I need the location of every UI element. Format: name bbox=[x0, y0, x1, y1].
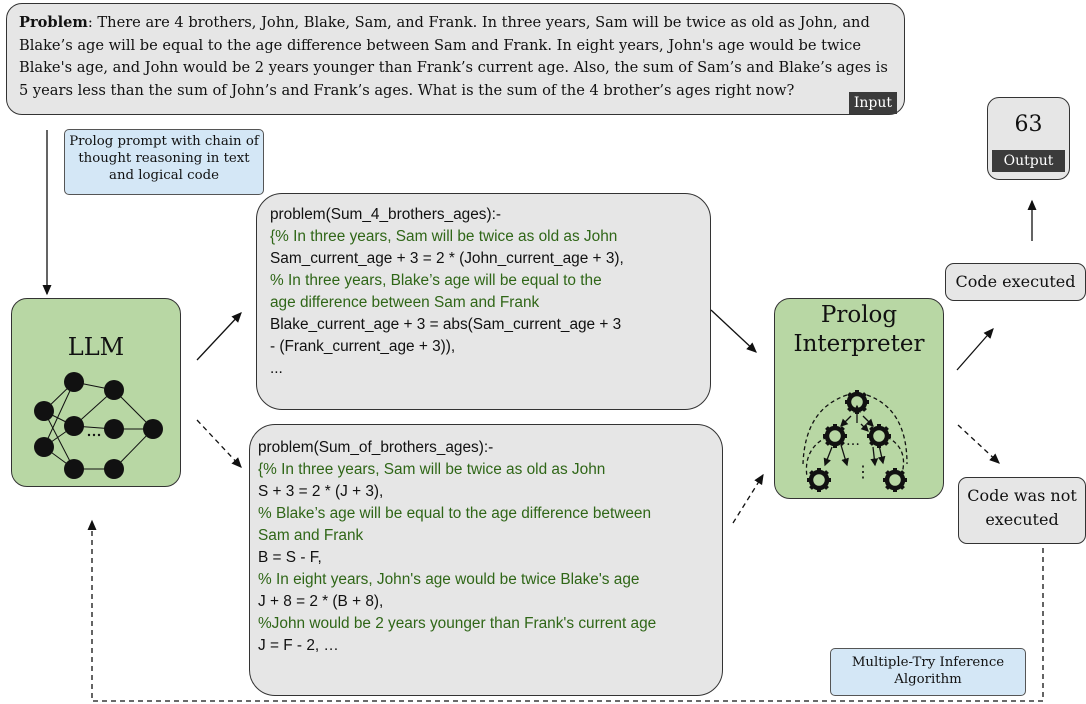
code2-line: Sam and Frank bbox=[258, 527, 364, 544]
code2-line: problem(Sum_of_brothers_ages):- bbox=[258, 439, 494, 456]
prolog-code-attempt-1: problem(Sum_4_brothers_ages):- {% In thre… bbox=[256, 193, 711, 410]
gears-vdots: ⋮ bbox=[855, 462, 871, 481]
code1-line: {% In three years, Sam will be twice as … bbox=[270, 228, 618, 245]
llm-node: LLM bbox=[11, 298, 181, 487]
code1-line: % In three years, Blake’s age will be eq… bbox=[270, 272, 602, 289]
prolog-interpreter-node: Prolog Interpreter bbox=[774, 298, 944, 499]
arrow-retry-loop bbox=[87, 519, 1044, 702]
code2-line: {% In three years, Sam will be twice as … bbox=[258, 461, 606, 478]
arrow-code1-to-prolog bbox=[710, 309, 757, 353]
code2-line: % In eight years, John's age would be tw… bbox=[258, 571, 640, 588]
code-executed-box: Code executed bbox=[945, 263, 1086, 301]
neural-network-icon bbox=[34, 372, 163, 479]
code1-line: - (Frank_current_age + 3)), bbox=[270, 338, 456, 355]
llm-label: LLM bbox=[67, 333, 125, 361]
output-tag: Output bbox=[992, 150, 1065, 172]
output-box: 63 Output bbox=[987, 97, 1070, 180]
arrow-llm-to-code1 bbox=[196, 312, 242, 361]
output-value: 63 bbox=[1014, 112, 1043, 137]
code1-line: age difference between Sam and Frank bbox=[270, 294, 540, 311]
arrow-llm-to-code2 bbox=[196, 419, 242, 468]
arrow-prolog-to-not-executed bbox=[957, 424, 1000, 464]
code2-line: J + 8 = 2 * (B + 8), bbox=[258, 593, 384, 610]
gears-icon: … ⋮ bbox=[802, 299, 945, 500]
code2-line: B = S - F, bbox=[258, 549, 322, 566]
gears-dots: … bbox=[846, 433, 860, 449]
problem-text: : There are 4 brothers, John, Blake, Sam… bbox=[19, 14, 888, 99]
arrow-code2-to-prolog bbox=[732, 473, 764, 524]
prolog-title-line1: Prolog bbox=[820, 302, 898, 328]
code2-line: % Blake’s age will be equal to the age d… bbox=[258, 505, 652, 522]
multiple-try-note: Multiple-Try Inference Algorithm bbox=[830, 648, 1026, 696]
code2-line: J = F - 2, … bbox=[258, 637, 339, 654]
arrow-prolog-to-executed bbox=[956, 328, 994, 371]
code2-line: S + 3 = 2 * (J + 3), bbox=[258, 483, 384, 500]
code-not-executed-box: Code was not executed bbox=[958, 477, 1086, 544]
code1-line: Sam_current_age + 3 = 2 * (John_current_… bbox=[270, 250, 624, 267]
code2-line: %John would be 2 years younger than Fran… bbox=[258, 615, 657, 632]
input-tag: Input bbox=[848, 92, 897, 114]
cot-prompt-note: Prolog prompt with chain of thought reas… bbox=[64, 129, 264, 195]
code1-line: ... bbox=[270, 360, 283, 377]
problem-box: Problem: There are 4 brothers, John, Bla… bbox=[6, 3, 905, 115]
code1-line: Blake_current_age + 3 = abs(Sam_current_… bbox=[270, 316, 622, 333]
prolog-title-line2: Interpreter bbox=[793, 331, 925, 357]
prolog-title: Prolog Interpreter bbox=[775, 301, 943, 359]
prolog-code-attempt-2: problem(Sum_of_brothers_ages):- {% In thr… bbox=[249, 424, 723, 696]
code1-line: problem(Sum_4_brothers_ages):- bbox=[270, 206, 501, 223]
problem-label: Problem bbox=[19, 14, 88, 31]
